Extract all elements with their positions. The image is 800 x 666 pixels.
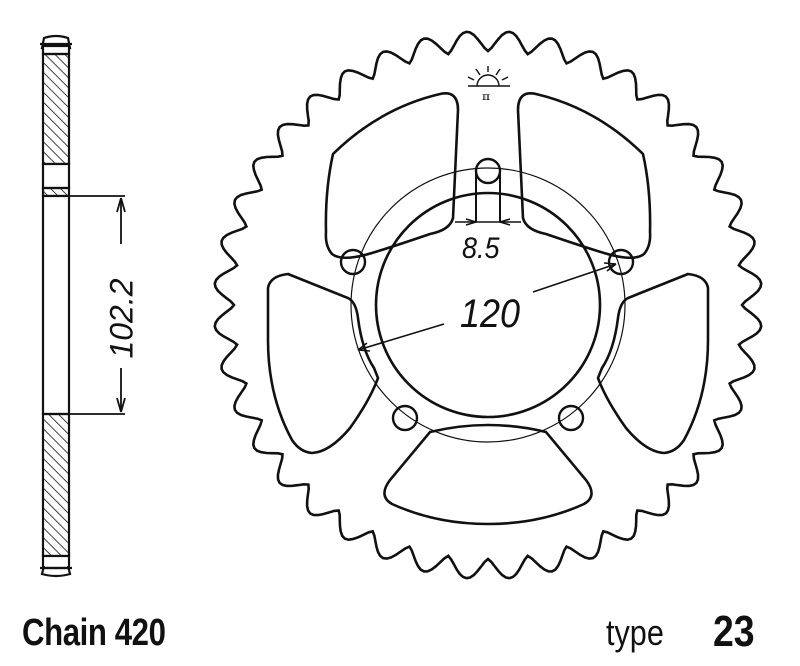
cutout-right: [596, 272, 710, 455]
cutout-top-right: [516, 92, 652, 260]
sprocket-teeth: [213, 30, 763, 580]
bolt-circle-diameter-label: 120: [460, 292, 521, 336]
cutout-top-left: [324, 92, 460, 260]
sun-logo-icon: ℼ: [467, 66, 510, 103]
center-bore-label: 102.2: [103, 278, 140, 359]
sprocket-front-view: ℼ: [213, 30, 763, 580]
type-label: type: [606, 612, 664, 653]
svg-text:ℼ: ℼ: [482, 90, 490, 103]
side-profile-view: [40, 34, 126, 578]
chain-label: Chain 420: [22, 612, 166, 654]
bolt-hole-diameter-label: 8.5: [462, 232, 500, 265]
cutout-bottom: [383, 423, 593, 526]
type-number: 23: [713, 607, 755, 656]
cutout-left: [266, 272, 380, 455]
